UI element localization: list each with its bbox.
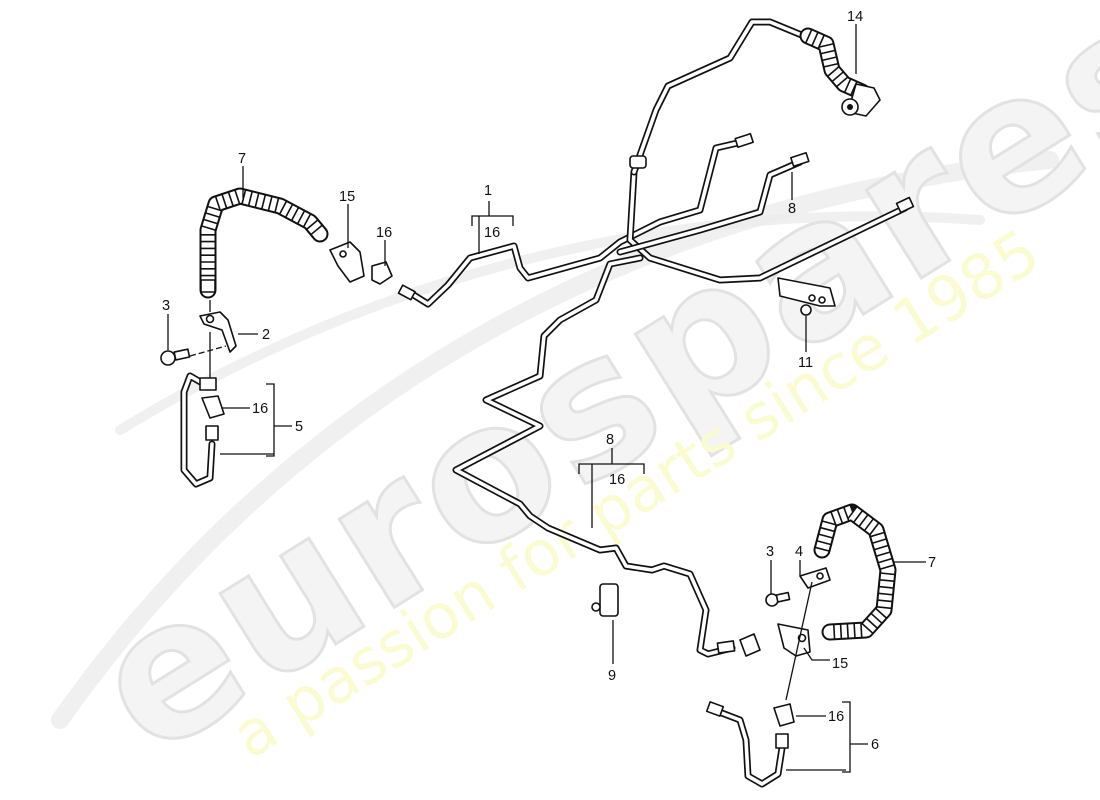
bolt-3-left <box>160 348 191 366</box>
pipe-fitting <box>205 425 219 441</box>
pipe-fitting <box>775 733 789 749</box>
pipe-clip <box>629 155 647 169</box>
brake-pipe-8-upper <box>616 151 810 256</box>
brake-line-assembly <box>397 18 915 658</box>
callout-6: 6 <box>871 737 879 753</box>
callout-2: 2 <box>262 327 270 343</box>
callout-3-left: 3 <box>162 298 170 314</box>
callout-labels: 1 16 2 3 5 16 7 15 16 14 8 11 8 16 9 3 4… <box>162 9 936 753</box>
bracket-15-right <box>777 623 811 657</box>
callout-15-right: 15 <box>832 656 848 672</box>
leader-lines <box>167 24 926 773</box>
pipe-fitting <box>199 377 217 391</box>
brake-pipe-6 <box>705 701 789 788</box>
callout-16-left: 16 <box>376 225 392 241</box>
brake-hose-7-left <box>199 187 329 299</box>
bracket-15-left <box>329 241 365 283</box>
brake-pipe-14 <box>626 18 915 284</box>
clip-11 <box>777 277 836 316</box>
clip-16-upper <box>371 261 393 285</box>
pipe-fitting <box>716 640 736 654</box>
brake-pipe-1 <box>397 132 754 308</box>
clip-9 <box>591 583 619 617</box>
pipe-fitting <box>895 196 915 214</box>
clip-16-lower <box>739 633 761 657</box>
pipe-fitting <box>397 284 416 301</box>
callout-7-right: 7 <box>928 555 936 571</box>
pipe-fitting <box>705 701 725 717</box>
callout-8-16: 16 <box>609 472 625 488</box>
callout-5-16: 16 <box>252 401 268 417</box>
callout-3-right: 3 <box>766 544 774 560</box>
pipe-fitting <box>790 151 810 168</box>
callout-6-16: 16 <box>828 709 844 725</box>
callout-5: 5 <box>295 419 303 435</box>
callout-1: 1 <box>484 183 492 199</box>
callout-7-left: 7 <box>238 151 246 167</box>
clip-16-bottom <box>773 703 795 727</box>
brake-hose-14 <box>799 27 881 117</box>
brake-pipe-8 <box>452 254 736 658</box>
callout-8-top: 8 <box>788 201 796 217</box>
pipe-fitting <box>734 132 754 149</box>
bolt-3-right <box>765 591 791 607</box>
clip-16-left <box>201 395 225 419</box>
callout-11: 11 <box>798 355 813 371</box>
lower-right-group <box>705 503 897 788</box>
right-mid-group <box>591 277 836 617</box>
callout-14: 14 <box>847 9 863 25</box>
callout-1-16: 16 <box>484 225 500 241</box>
bracket-4 <box>799 567 831 589</box>
bracket-2 <box>199 311 237 353</box>
callout-9: 9 <box>608 668 616 684</box>
callout-15-left: 15 <box>339 189 355 205</box>
callout-8-mid: 8 <box>606 432 614 448</box>
brake-hose-7-right <box>813 503 897 641</box>
callout-4: 4 <box>795 544 803 560</box>
hose-fitting <box>200 279 216 293</box>
left-group <box>160 187 393 488</box>
brake-pipe-5 <box>180 372 219 488</box>
